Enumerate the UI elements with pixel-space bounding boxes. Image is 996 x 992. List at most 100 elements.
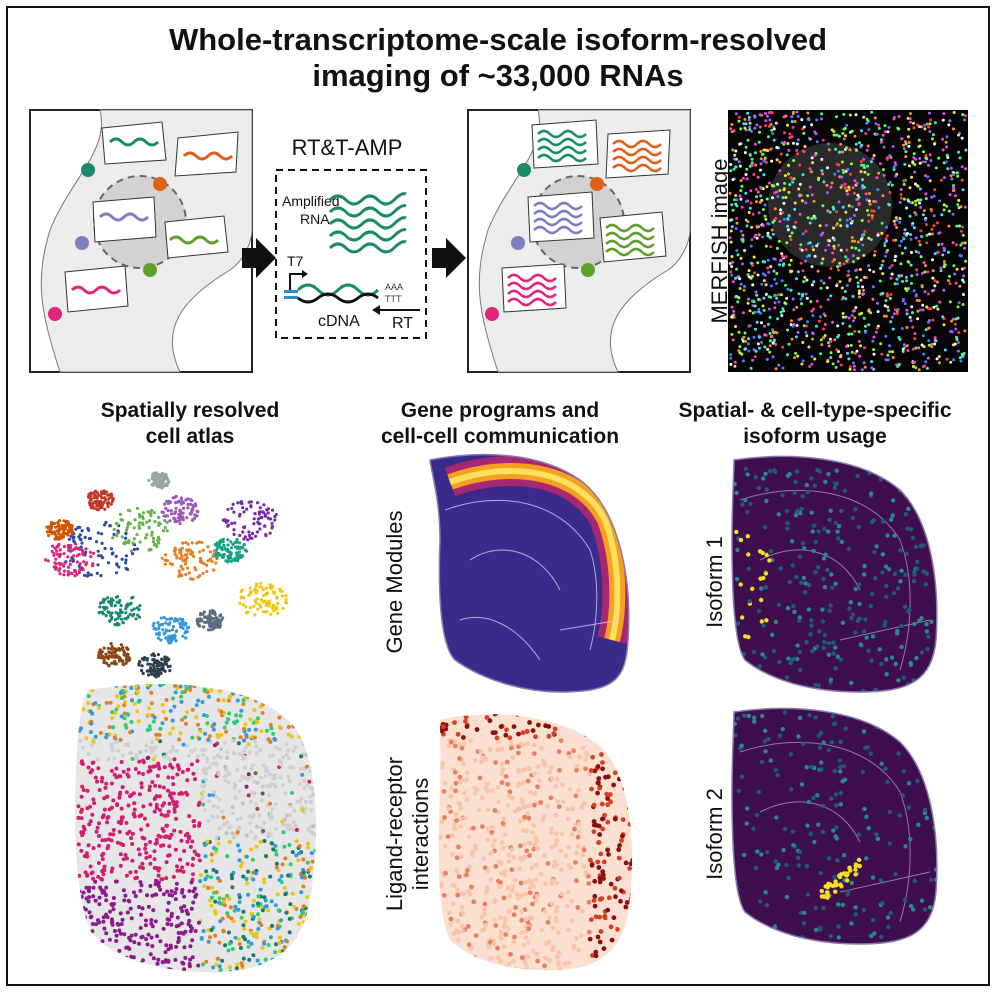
merfish-spot — [944, 140, 948, 144]
umap-point — [118, 598, 122, 603]
atlas-cell — [86, 701, 91, 706]
umap-point — [160, 657, 164, 661]
umap-point — [89, 573, 93, 577]
atlas-cell — [90, 812, 95, 817]
atlas-cell — [202, 687, 207, 692]
atlas-cell — [170, 744, 175, 749]
interaction-cell — [628, 755, 633, 760]
umap-point — [157, 484, 161, 488]
merfish-spot — [854, 306, 858, 309]
interaction-cell — [476, 807, 482, 813]
merfish-spot — [850, 350, 854, 354]
interaction-cell — [517, 806, 523, 811]
umap-point — [196, 575, 200, 579]
merfish-spot — [753, 355, 757, 359]
atlas-cell — [250, 763, 255, 768]
interaction-cell — [493, 760, 498, 765]
merfish-spot — [881, 291, 885, 295]
atlas-cell — [158, 939, 163, 944]
isoform-1-cell — [889, 517, 894, 522]
atlas-cell — [218, 967, 223, 972]
umap-point — [111, 498, 115, 502]
merfish-spot — [960, 165, 964, 169]
merfish-spot — [922, 209, 926, 213]
merfish-spot — [961, 303, 965, 306]
merfish-spot — [885, 234, 889, 238]
interaction-cell — [539, 927, 545, 933]
atlas-cell — [164, 943, 169, 948]
atlas-cell — [268, 811, 273, 815]
atlas-cell — [89, 935, 94, 940]
atlas-cell — [130, 698, 134, 703]
merfish-spot — [837, 333, 841, 337]
merfish-spot — [912, 126, 916, 130]
merfish-spot — [761, 208, 765, 211]
atlas-cell — [108, 832, 113, 837]
interaction-cell — [528, 789, 533, 795]
merfish-spot — [887, 308, 890, 312]
interaction-cell — [599, 896, 605, 901]
umap-point — [120, 557, 124, 561]
atlas-cell — [81, 745, 85, 750]
merfish-spot — [735, 267, 739, 271]
umap-point — [96, 563, 100, 567]
merfish-spot — [957, 331, 961, 334]
merfish-spot — [935, 304, 938, 308]
atlas-cell — [149, 935, 154, 940]
interaction-cell — [530, 901, 535, 907]
merfish-spot — [898, 220, 902, 224]
atlas-cell — [100, 775, 105, 780]
umap-point — [160, 485, 164, 489]
atlas-cell — [171, 782, 176, 787]
merfish-spot — [835, 115, 838, 119]
merfish-spot — [942, 112, 946, 116]
interaction-cell — [479, 795, 485, 801]
atlas-cell — [164, 834, 169, 839]
atlas-cell — [308, 865, 313, 870]
interaction-cell — [441, 789, 447, 794]
atlas-cell — [217, 940, 222, 945]
umap-point — [134, 617, 138, 621]
atlas-cell — [228, 824, 233, 829]
merfish-spot — [957, 349, 960, 353]
atlas-cell — [288, 813, 292, 818]
atlas-cell — [296, 858, 301, 863]
atlas-cell — [307, 779, 312, 784]
atlas-cell — [311, 950, 316, 955]
interaction-cell — [605, 796, 610, 801]
atlas-cell — [116, 960, 121, 965]
merfish-spot — [757, 233, 761, 237]
merfish-spot — [901, 280, 904, 283]
interaction-cell — [519, 917, 525, 923]
merfish-spot — [804, 330, 808, 334]
umap-point — [261, 588, 266, 592]
atlas-cell — [242, 776, 247, 781]
interaction-cell — [445, 834, 451, 840]
merfish-spot — [768, 350, 772, 354]
interaction-cell — [584, 753, 590, 758]
merfish-spot — [908, 117, 912, 121]
merfish-spot — [761, 224, 765, 228]
atlas-cell — [126, 803, 131, 808]
merfish-spot — [937, 361, 941, 365]
merfish-spot — [771, 220, 775, 224]
merfish-spot — [801, 127, 805, 131]
umap-point — [248, 606, 252, 610]
interaction-cell — [439, 819, 444, 825]
merfish-spot — [941, 148, 945, 152]
interaction-cell — [590, 953, 595, 958]
merfish-spot — [797, 292, 801, 296]
merfish-spot — [941, 315, 945, 319]
interaction-cell — [620, 738, 626, 743]
merfish-spot — [842, 112, 846, 116]
interaction-cell — [591, 714, 597, 717]
interaction-cell — [450, 966, 456, 971]
merfish-spot — [749, 201, 753, 205]
merfish-spot — [798, 182, 802, 186]
atlas-cell — [315, 937, 316, 942]
umap-point — [190, 541, 194, 545]
merfish-spot — [859, 129, 863, 133]
atlas-cell — [242, 726, 246, 731]
umap-point — [205, 563, 209, 567]
interaction-cell — [611, 915, 617, 921]
